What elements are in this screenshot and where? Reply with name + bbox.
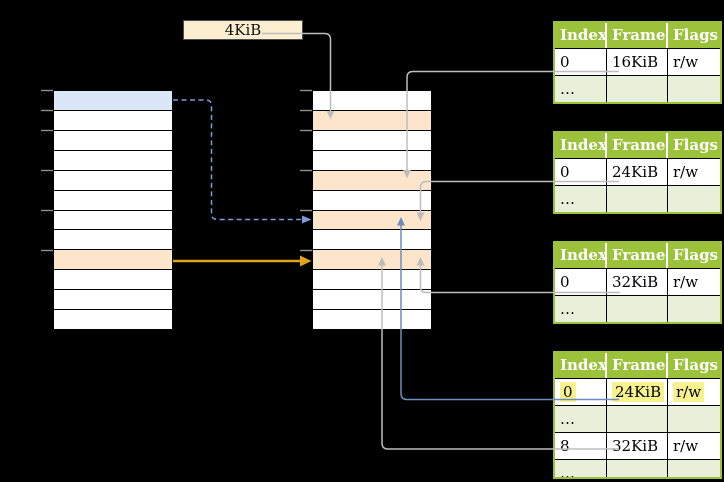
table-cell [607,185,668,212]
physical-memory-column [312,90,432,330]
virtual-page-row [54,230,172,251]
physical-frame-row [313,230,431,251]
table-row: … [555,295,720,322]
table-row: 0 24KiB r/w [555,378,720,405]
table-cell: r/w [668,158,720,185]
table-row: … [555,405,720,432]
physical-frame-row [313,91,431,111]
column-header-flags: Flags [673,136,718,154]
arrowhead-right-icon [302,215,312,224]
physical-frame-row [313,210,431,231]
table-cell [607,75,668,102]
virtual-page-row [54,310,172,330]
table-cell: … [555,405,607,432]
table-cell [668,405,720,432]
page-size-label: 4KiB [183,20,303,40]
virtual-page-row [54,210,172,231]
table-row: … [555,185,720,212]
table-cell: 16KiB [607,48,668,75]
column-header-frame: Frame [607,353,668,378]
physical-frame-row [313,150,431,171]
table-cell: 0 [555,158,607,185]
physical-frame-row [313,270,431,291]
table-cell: 32KiB [607,268,668,295]
physical-frame-row [313,290,431,311]
physical-frame-row [313,190,431,211]
table-cell: … [555,295,607,322]
table-cell: 0 [555,48,607,75]
table-row: … [555,75,720,102]
table-cell [607,405,668,432]
highlighted-value: 0 [560,382,576,402]
table-cell: 32KiB [607,432,668,459]
column-header-flags: Flags [673,356,718,374]
table-cell: r/w [668,432,720,459]
column-header-index: Index [555,353,607,378]
table-cell: r/w [668,378,720,405]
physical-frame-row [313,250,431,271]
table-cell: r/w [668,268,720,295]
table-cell: … [555,75,607,102]
highlighted-value: r/w [673,382,705,402]
virtual-memory-column [53,90,173,330]
column-header-index: Index [555,133,607,158]
virtual-page-row [54,190,172,211]
arrowhead-right-icon [300,255,312,267]
column-header-flags: Flags [673,246,718,264]
virtual-page-row [54,110,172,131]
table-cell: 8 [555,432,607,459]
virtual-page-row [54,290,172,311]
table-cell: 0 [555,268,607,295]
virtual-page-row [54,270,172,291]
physical-frame-row [313,130,431,151]
column-header-frame: Frame [607,23,668,48]
table-cell: … [555,185,607,212]
table-cell [668,459,720,477]
column-header-frame: Frame [607,243,668,268]
virtual-page-row [54,250,172,271]
virtual-page-row [54,130,172,151]
table-cell [668,75,720,102]
column-header-flags: Flags [673,26,718,44]
physical-frame-row [313,110,431,131]
table-cell [668,185,720,212]
table-cell: 24KiB [607,158,668,185]
table-cell: … [555,459,607,477]
table-cell: r/w [668,48,720,75]
column-header-index: Index [555,23,607,48]
physical-frame-row [313,310,431,330]
highlighted-value: 24KiB [612,382,665,402]
table-cell [607,295,668,322]
table-row: … [555,459,720,477]
virtual-page-row [54,91,172,111]
arrow-virtual-blue-page-dashed [173,99,302,221]
physical-frame-row [313,170,431,191]
table-cell [668,295,720,322]
column-header-frame: Frame [607,133,668,158]
virtual-page-row [54,150,172,171]
column-header-index: Index [555,243,607,268]
table-cell [607,459,668,477]
table-cell: 0 [555,378,607,405]
virtual-page-row [54,170,172,191]
table-cell: 24KiB [607,378,668,405]
